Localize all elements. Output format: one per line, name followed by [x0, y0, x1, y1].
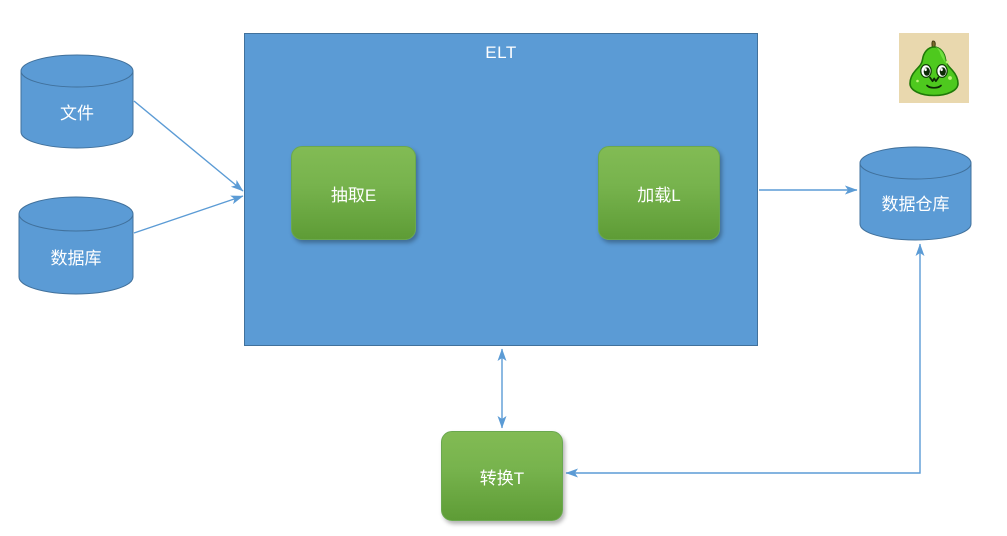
process-label-transform: 转换T	[479, 468, 525, 488]
edge-file-to-elt	[133, 100, 244, 192]
cylinder-file[interactable]: 文件	[20, 54, 134, 149]
cylinder-label-warehouse: 数据仓库	[881, 195, 950, 214]
process-box-extract[interactable]: 抽取E	[291, 146, 416, 240]
elt-title: ELT	[485, 43, 517, 62]
process-box-transform[interactable]: 转换T	[441, 431, 563, 521]
database-cylinder-icon	[20, 54, 134, 149]
database-cylinder-icon	[859, 146, 972, 241]
process-label-load: 加载L	[637, 185, 681, 205]
cylinder-label-database: 数据库	[50, 249, 102, 268]
edge-database-to-elt	[133, 195, 244, 234]
green-gourd-mascot-icon	[899, 33, 969, 103]
cylinder-warehouse[interactable]: 数据仓库	[859, 146, 972, 241]
cylinder-label-file: 文件	[60, 104, 94, 123]
cylinder-database[interactable]: 数据库	[18, 196, 134, 296]
database-cylinder-icon	[18, 196, 134, 295]
process-box-load[interactable]: 加载L	[598, 146, 720, 240]
process-label-extract: 抽取E	[330, 185, 377, 205]
